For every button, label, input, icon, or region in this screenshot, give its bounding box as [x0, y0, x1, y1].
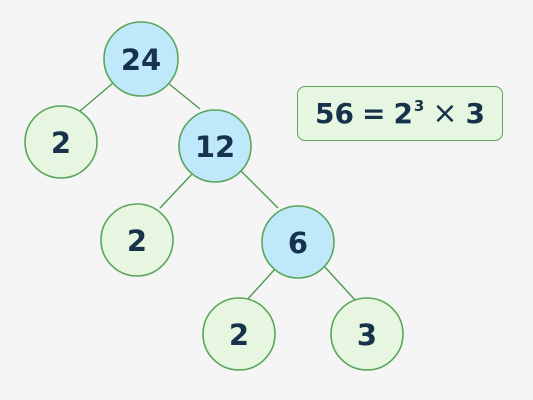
edge-24-2 — [79, 82, 114, 112]
result-times-sign: × — [432, 96, 458, 131]
result-power: 23 — [393, 97, 424, 130]
tree-node-2: 2 — [202, 297, 276, 371]
result-lhs: 56 — [315, 97, 354, 130]
result-base: 2 — [393, 97, 413, 130]
edge-12-6 — [239, 169, 279, 209]
edge-12-2 — [159, 172, 194, 209]
node-label: 2 — [229, 318, 249, 352]
node-label: 6 — [288, 226, 308, 260]
node-circle-composite — [178, 109, 252, 183]
node-label: 2 — [51, 126, 71, 160]
tree-edges — [79, 82, 356, 302]
result-factor: 3 — [465, 97, 485, 130]
node-label: 12 — [195, 130, 235, 164]
result-exponent: 3 — [413, 96, 425, 115]
tree-node-6: 6 — [261, 205, 335, 279]
node-circle-prime — [100, 203, 174, 277]
node-circle-composite — [103, 21, 179, 97]
tree-node-12: 12 — [178, 109, 252, 183]
tree-node-3: 3 — [330, 297, 404, 371]
prime-factorization-result: 56 = 23 × 3 — [297, 86, 503, 141]
node-label: 2 — [127, 224, 147, 258]
edge-24-12 — [167, 82, 201, 110]
tree-node-2: 2 — [24, 105, 98, 179]
node-circle-prime — [202, 297, 276, 371]
tree-node-24: 24 — [103, 21, 179, 97]
result-equals-sign: = — [361, 97, 386, 130]
node-label: 3 — [357, 318, 377, 352]
node-circle-prime — [330, 297, 404, 371]
edge-6-2 — [245, 267, 277, 302]
tree-node-2: 2 — [100, 203, 174, 277]
edge-6-3 — [323, 265, 356, 301]
node-circle-prime — [24, 105, 98, 179]
node-label: 24 — [121, 43, 161, 77]
node-circle-composite — [261, 205, 335, 279]
